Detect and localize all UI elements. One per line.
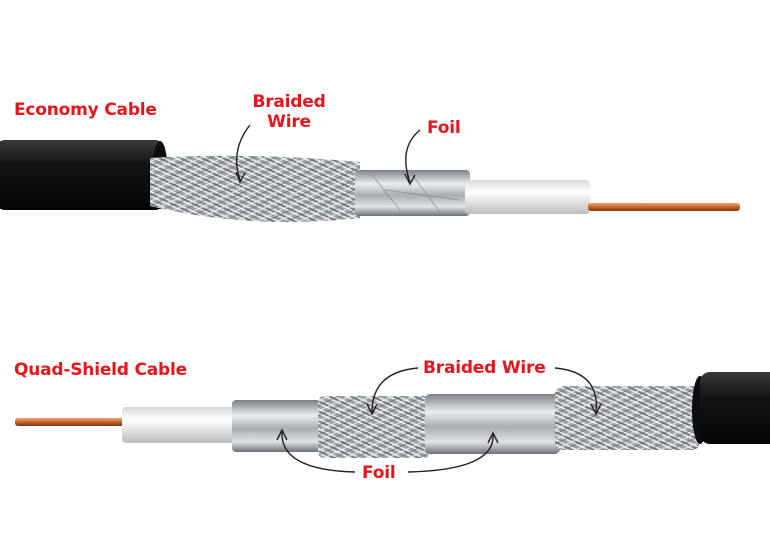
economy-foil-label: Foil bbox=[427, 118, 461, 138]
braided-wire-pointer bbox=[236, 124, 251, 181]
pointer-arrowhead bbox=[590, 403, 602, 416]
pointer-arrowhead bbox=[276, 428, 288, 441]
cable-jacket bbox=[700, 372, 770, 444]
economy-cable-title: Economy Cable bbox=[14, 100, 157, 120]
dielectric-insulator bbox=[122, 407, 237, 443]
pointer-arrowhead bbox=[235, 171, 246, 184]
cable-jacket bbox=[0, 140, 165, 210]
copper-center-conductor bbox=[588, 203, 740, 211]
braided-wire-pointer-right bbox=[554, 367, 597, 413]
economy-braided-wire-label: Braided Wire bbox=[252, 92, 326, 132]
quad-shield-cable bbox=[15, 372, 770, 458]
foil-pointer-right bbox=[407, 434, 494, 473]
pointer-arrowhead bbox=[404, 173, 416, 186]
foil-creases bbox=[371, 171, 461, 213]
foil-shield bbox=[355, 170, 470, 216]
pointer-arrowhead bbox=[487, 431, 499, 444]
quad-braided-wire-label: Braided Wire bbox=[423, 358, 546, 378]
economy-cable bbox=[0, 140, 740, 222]
foil-pointer bbox=[405, 129, 421, 183]
inner-braided-wire bbox=[318, 396, 430, 458]
foil-pointer-left bbox=[281, 431, 356, 473]
braided-wire-shield bbox=[150, 155, 360, 222]
outer-foil-shield bbox=[425, 394, 560, 454]
braided-wire-pointer-left bbox=[371, 367, 419, 413]
pointer-arrowhead bbox=[366, 403, 378, 416]
quad-foil-label: Foil bbox=[362, 463, 396, 483]
inner-foil-shield bbox=[232, 400, 322, 452]
dielectric-insulator bbox=[465, 180, 590, 214]
outer-braided-wire bbox=[555, 386, 700, 450]
quad-shield-cable-title: Quad-Shield Cable bbox=[14, 360, 187, 380]
copper-center-conductor bbox=[15, 418, 127, 426]
